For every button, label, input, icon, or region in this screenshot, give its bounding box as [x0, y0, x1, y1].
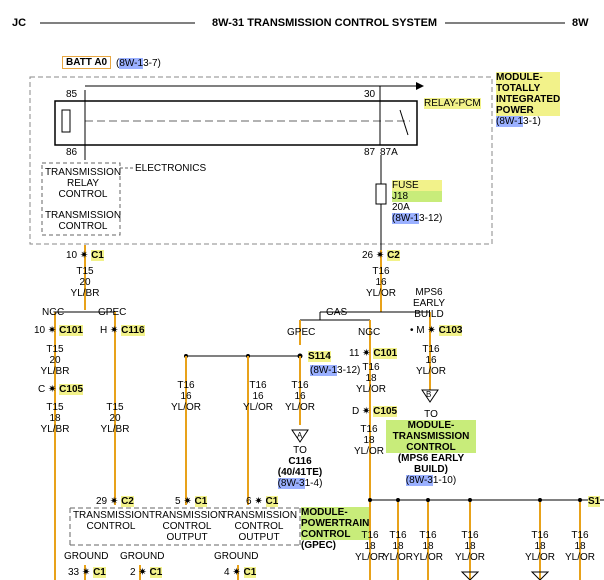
relay-label: RELAY-PCM: [424, 98, 481, 109]
pin-86: 86: [66, 147, 78, 158]
pin-87: 87: [364, 147, 376, 158]
electronics-label: ELECTRONICS: [135, 163, 207, 174]
source-label: BATT A0: [62, 56, 112, 69]
c105-right: D ✷ C105: [352, 406, 398, 417]
header-title: 8W-31 TRANSMISSION CONTROL SYSTEM: [212, 17, 438, 29]
split-gpec: GPEC: [98, 307, 127, 318]
header-right: 8W: [572, 17, 589, 29]
c105-left: C ✷ C105: [38, 384, 84, 395]
pin-30: 30: [364, 89, 376, 100]
splice-ref: (8W-13-12): [310, 365, 361, 376]
ground-3-label: GROUND: [214, 551, 259, 562]
split-ngc-r: NGC: [358, 327, 381, 338]
split-gpec-r: GPEC: [287, 327, 316, 338]
top-right-connector: 26 ✷ C2: [362, 250, 400, 261]
right-edge-splice: S1: [588, 496, 601, 507]
header-left: JC: [12, 17, 27, 29]
pcm-c2: 29 ✷ C2: [96, 496, 134, 507]
ground-1-pin: 33 ✷ C1: [68, 567, 106, 578]
c116-left: H ✷ C116: [100, 325, 145, 336]
pcm-c1a: 5 ✷ C1: [175, 496, 208, 507]
marker-b: B: [426, 390, 432, 399]
c103: • M ✷ C103: [410, 325, 463, 336]
pin-87a: 87A: [380, 147, 398, 158]
ground-2-label: GROUND: [120, 551, 165, 562]
ground-3-pin: 4 ✷ C1: [224, 567, 257, 578]
top-left-connector: 10 ✷ C1: [66, 250, 104, 261]
c101-left: 10 ✷ C101: [34, 325, 83, 336]
pin-85: 85: [66, 89, 78, 100]
split-gas: GAS: [326, 307, 348, 318]
c101-right: 11 ✷ C101: [349, 348, 398, 359]
pcm-c1b: 6 ✷ C1: [246, 496, 279, 507]
source-ref: (8W-13-7): [116, 58, 161, 69]
splice-s114: S114: [308, 351, 331, 362]
marker-a: A: [297, 431, 303, 440]
ground-2-pin: 2 ✷ C1: [130, 567, 163, 578]
ground-1-label: GROUND: [64, 551, 109, 562]
split-ngc: NGC: [42, 307, 65, 318]
